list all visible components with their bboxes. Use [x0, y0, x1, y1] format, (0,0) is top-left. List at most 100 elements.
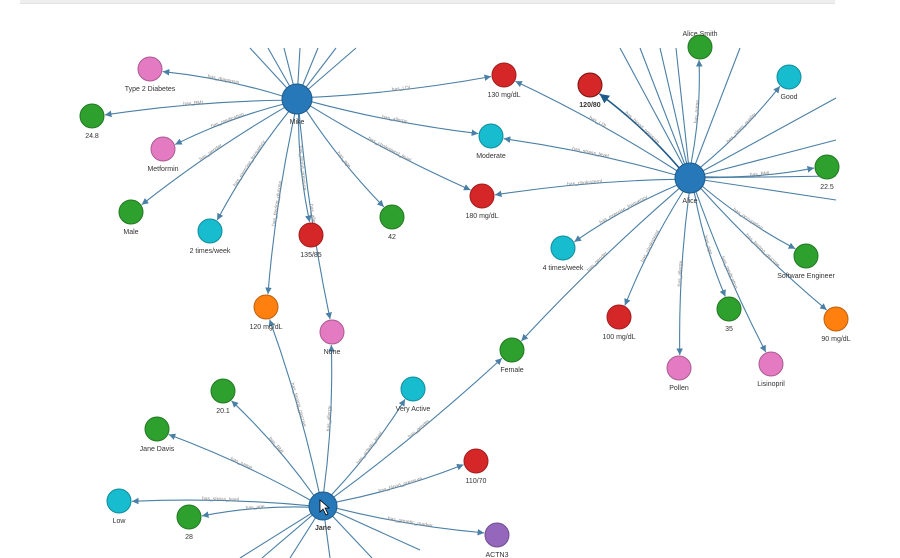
node-times2[interactable]: 2 times/week	[190, 218, 231, 255]
node-actn3[interactable]: ACTN3	[484, 522, 510, 558]
node-circle[interactable]	[197, 218, 223, 244]
node-circle[interactable]	[776, 64, 802, 90]
edge-mike-g120[interactable]	[265, 113, 296, 295]
node-veryactive[interactable]: Very Active	[396, 376, 431, 413]
edge-jane-g120[interactable]	[268, 319, 320, 493]
edge-mike-none[interactable]	[298, 113, 332, 320]
edge-mike-male[interactable]	[141, 106, 285, 206]
edge-alice-o90[interactable]	[700, 188, 828, 311]
node-circle[interactable]	[176, 504, 202, 530]
node-age28[interactable]: 28	[176, 504, 202, 541]
edge-mike-metformin[interactable]	[174, 103, 284, 145]
node-circle[interactable]	[79, 103, 105, 129]
node-bp120[interactable]: 120/80	[577, 72, 603, 109]
node-type2[interactable]: Type 2 Diabetes	[125, 56, 176, 93]
edge-mike-type2[interactable]	[162, 68, 283, 97]
node-janedavis[interactable]: Jane Davis	[140, 416, 175, 453]
edge-alice-age35[interactable]	[693, 192, 726, 297]
node-circle[interactable]	[687, 34, 713, 60]
node-alice[interactable]: Alice	[674, 162, 706, 205]
edge-mike-bmi248[interactable]	[104, 99, 283, 118]
node-pollen[interactable]: Pollen	[666, 355, 692, 392]
node-circle[interactable]	[499, 337, 525, 363]
node-circle[interactable]	[400, 376, 426, 402]
edge-alice-ch180[interactable]	[494, 178, 676, 198]
edge-alice-bp120[interactable]	[599, 93, 680, 169]
node-circle[interactable]	[478, 123, 504, 149]
node-jane[interactable]: Jane	[308, 491, 338, 532]
node-ch180[interactable]: 180 mg/dL	[465, 183, 499, 220]
edge-mike-ch180[interactable]	[309, 105, 471, 191]
edge-alice-times4[interactable]	[574, 184, 678, 243]
edge-mike-bp135[interactable]	[297, 113, 312, 223]
node-alicesmith[interactable]: Alice Smith	[682, 31, 718, 60]
node-circle[interactable]	[118, 199, 144, 225]
node-bp135[interactable]: 135/85	[298, 222, 324, 259]
node-none[interactable]: None	[319, 319, 345, 356]
node-bp110[interactable]: 110/70	[463, 448, 489, 485]
node-g120[interactable]: 120 mg/dL	[249, 294, 283, 331]
node-lisinopril[interactable]: Lisinopril	[757, 351, 785, 388]
node-circle[interactable]	[674, 162, 706, 194]
node-circle[interactable]	[379, 204, 405, 230]
node-circle[interactable]	[793, 243, 819, 269]
node-age35[interactable]: 35	[716, 296, 742, 333]
edge-jane-actn3[interactable]	[336, 507, 485, 536]
node-circle[interactable]	[144, 416, 170, 442]
edge-jane-low[interactable]	[131, 497, 310, 507]
node-circle[interactable]	[137, 56, 163, 82]
node-o90[interactable]: 90 mg/dL	[821, 306, 851, 343]
node-g130[interactable]: 130 mg/dL	[487, 62, 521, 99]
node-circle[interactable]	[716, 296, 742, 322]
node-circle[interactable]	[253, 294, 279, 320]
node-swe[interactable]: Software Engineer	[777, 243, 835, 280]
edge-alice-pollen[interactable]	[676, 192, 690, 356]
node-circle[interactable]	[106, 488, 132, 514]
node-times4[interactable]: 4 times/week	[543, 235, 584, 272]
edge-alice-alicesmith[interactable]	[690, 59, 703, 164]
edge-mike-age42[interactable]	[305, 110, 385, 208]
node-circle[interactable]	[210, 378, 236, 404]
node-good[interactable]: Good	[776, 64, 802, 101]
edge-mike-moderate[interactable]	[311, 101, 479, 137]
node-female[interactable]: Female	[499, 337, 525, 374]
node-circle[interactable]	[469, 183, 495, 209]
edge-jane-female[interactable]	[333, 357, 503, 498]
node-circle[interactable]	[577, 72, 603, 98]
edge-mike-times2[interactable]	[216, 111, 290, 221]
node-age42[interactable]: 42	[379, 204, 405, 241]
edge-jane-age28[interactable]	[201, 506, 310, 518]
node-circle[interactable]	[150, 136, 176, 162]
node-metformin[interactable]: Metformin	[147, 136, 179, 173]
node-circle[interactable]	[298, 222, 324, 248]
edge-alice-g130[interactable]	[515, 80, 678, 172]
edge-jane-janedavis[interactable]	[168, 433, 311, 501]
node-circle[interactable]	[319, 319, 345, 345]
node-circle[interactable]	[814, 154, 840, 180]
node-circle[interactable]	[550, 235, 576, 261]
edge-alice-female[interactable]	[520, 188, 680, 342]
node-bmi201[interactable]: 20.1	[210, 378, 236, 415]
edge-alice-swe[interactable]	[702, 185, 796, 250]
node-bmi225[interactable]: 22.5	[814, 154, 840, 191]
node-circle[interactable]	[606, 304, 632, 330]
node-circle[interactable]	[758, 351, 784, 377]
node-circle[interactable]	[281, 83, 313, 115]
edge-mike-g130[interactable]	[311, 74, 492, 98]
edge-alice-ch100[interactable]	[624, 191, 684, 306]
node-low[interactable]: Low	[106, 488, 132, 525]
node-circle[interactable]	[484, 522, 510, 548]
node-bmi248[interactable]: 24.8	[79, 103, 105, 140]
node-ch100[interactable]: 100 mg/dL	[602, 304, 636, 341]
edge-jane-none[interactable]	[323, 344, 335, 493]
edge-jane-veryactive[interactable]	[331, 399, 406, 496]
edge-alice-moderate[interactable]	[503, 136, 676, 176]
edge-alice-lisinopril[interactable]	[695, 191, 767, 353]
edge-jane-bp110[interactable]	[336, 464, 464, 503]
node-circle[interactable]	[463, 448, 489, 474]
edge-alice-bmi225[interactable]	[704, 166, 815, 178]
node-moderate[interactable]: Moderate	[476, 123, 506, 160]
